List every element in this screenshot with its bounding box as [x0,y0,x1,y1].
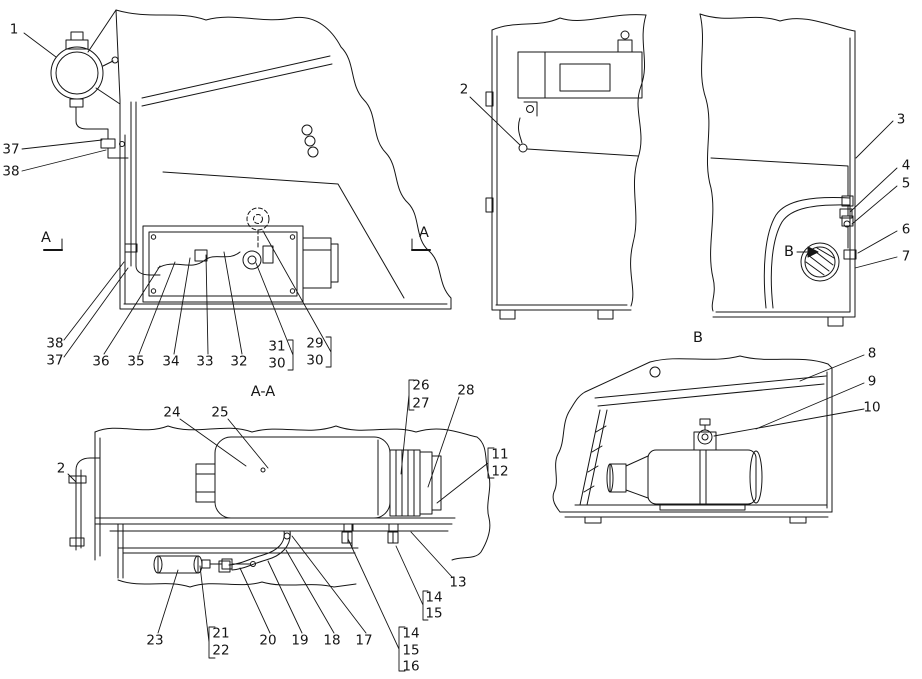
section-aa-view [68,425,491,588]
view-b [552,355,833,524]
right-views-leader-lines [469,96,898,269]
section-aa-leader-lines [67,379,495,672]
view-b-leader-lines [713,354,865,437]
view-b-arrowhead-icon [807,246,819,258]
cab-rear-right-view [699,13,857,327]
main-view-leader-lines [21,32,332,371]
cab-rear-left-view [485,14,647,320]
main-cab-view [43,9,452,310]
